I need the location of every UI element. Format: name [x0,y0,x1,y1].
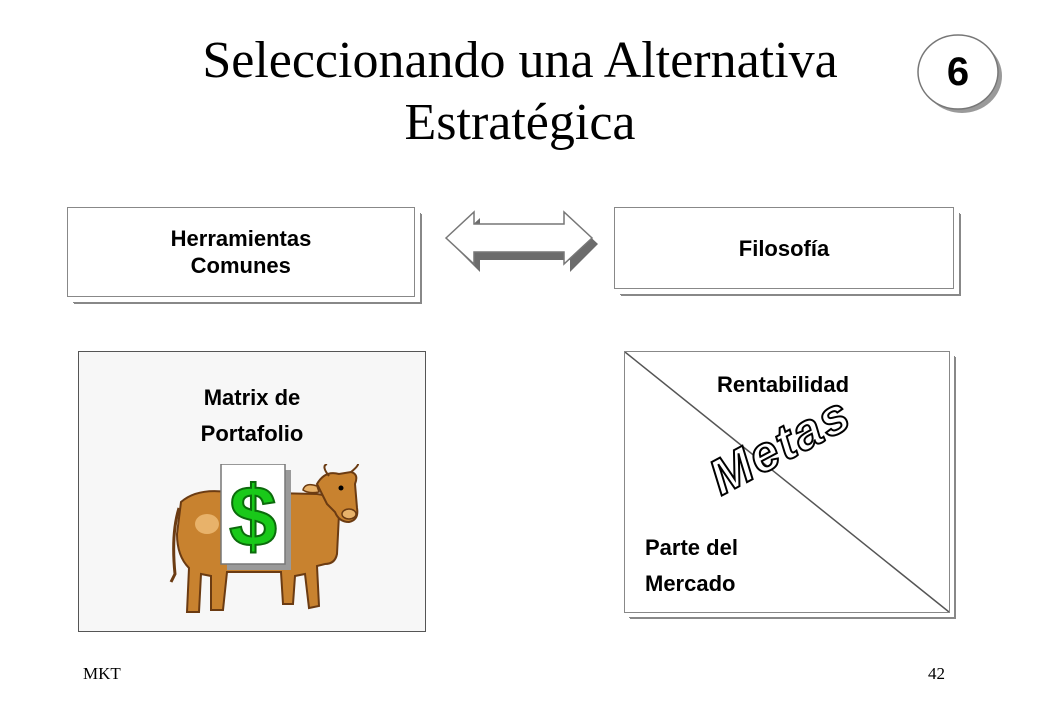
matrix-label-line-1: Matrix de [203,385,301,410]
market-share-label: Parte del Mercado [645,530,738,602]
portfolio-matrix-label: Matrix de Portafolio [79,380,425,452]
profitability-label: Rentabilidad [717,372,850,397]
common-tools-box: Herramientas Comunes [67,207,415,297]
philosophy-box: Filosofía [614,207,954,289]
matrix-label-line-2: Portafolio [200,421,304,446]
number-badge-icon: 6 [916,32,1004,116]
title-line-1: Seleccionando una Alternativa [202,32,838,89]
double-arrow-icon [444,210,598,272]
cow-icon: $ [169,464,360,613]
tools-label-line-1: Herramientas [170,226,312,251]
portfolio-matrix-panel: Matrix de Portafolio $ [78,351,426,632]
diagonal-divider [625,352,949,612]
goals-panel: Rentabilidad Metas Parte del Mercado [624,351,950,613]
tools-label-line-2: Comunes [190,253,291,278]
title-line-2: Estratégica [404,94,636,151]
market-share-line-1: Parte del [645,535,738,560]
slide-title: Seleccionando una Alternativa Estratégic… [100,30,940,154]
footer-course-code: MKT [83,664,121,683]
footer-page-number: 42 [928,664,945,683]
philosophy-label: Filosofía [738,235,830,261]
dollar-icon: $ [229,469,277,565]
market-share-line-2: Mercado [645,571,736,596]
badge-number: 6 [946,49,970,94]
